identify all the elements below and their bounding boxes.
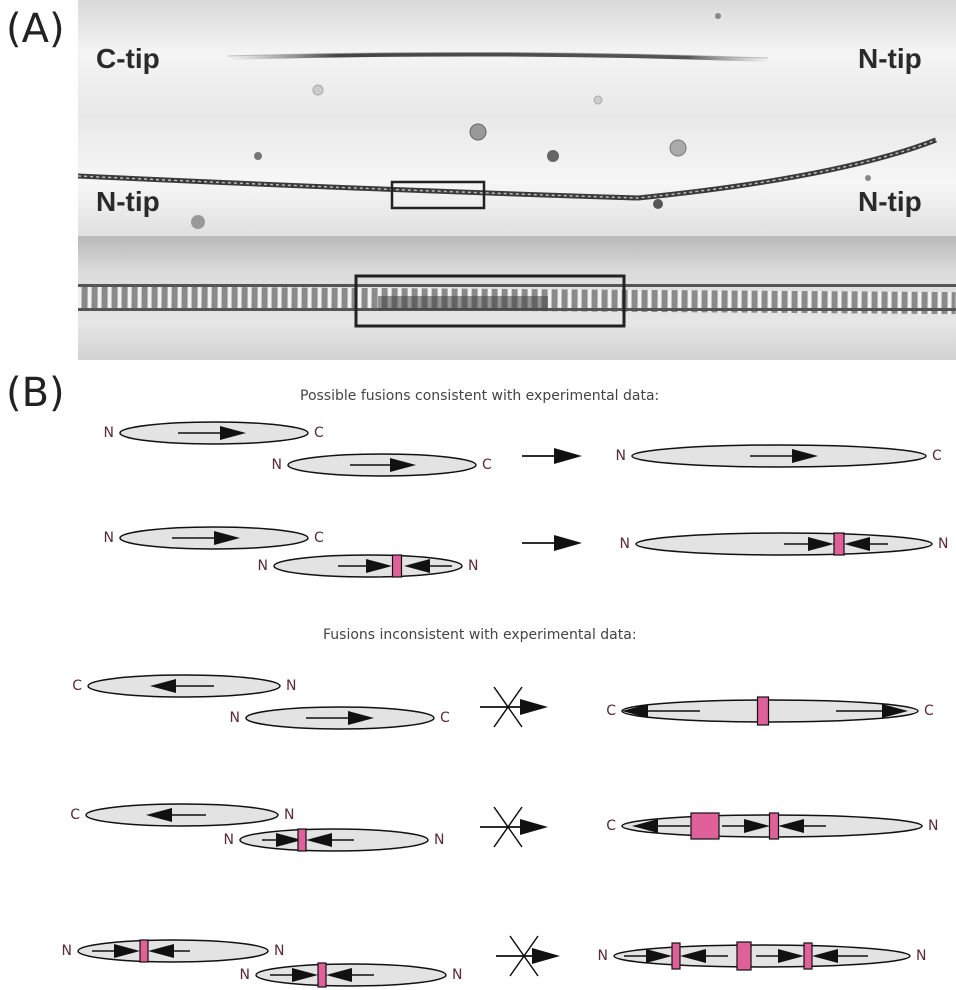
end-label: N: [62, 943, 72, 959]
end-label: N: [928, 818, 938, 834]
end-label: N: [620, 536, 630, 552]
end-label: N: [286, 678, 296, 694]
fusion-marker: [393, 555, 402, 577]
end-label: N: [224, 832, 234, 848]
process-arrowhead: [532, 948, 560, 964]
end-label: C: [314, 425, 324, 441]
fusion-marker: [834, 533, 844, 555]
end-label: C: [482, 457, 492, 473]
end-label: N: [434, 832, 444, 848]
process-arrowhead: [554, 535, 582, 551]
process-arrowhead: [520, 699, 548, 715]
end-label: N: [274, 943, 284, 959]
end-label: C: [606, 818, 616, 834]
fusion-marker: [758, 697, 769, 725]
end-label: C: [72, 678, 82, 694]
end-label: N: [104, 425, 114, 441]
fusion-marker: [672, 943, 680, 969]
fusion-marker: [770, 813, 779, 839]
end-label: N: [104, 530, 114, 546]
fusion-marker: [737, 942, 751, 970]
end-label: N: [616, 448, 626, 464]
fusion-marker: [318, 963, 326, 987]
end-label: C: [924, 703, 934, 719]
end-label: N: [240, 967, 250, 983]
end-label: N: [916, 948, 926, 964]
fusion-marker: [691, 813, 719, 839]
end-label: N: [284, 807, 294, 823]
end-label: C: [606, 703, 616, 719]
end-label: N: [452, 967, 462, 983]
process-arrowhead: [554, 448, 582, 464]
end-label: N: [272, 457, 282, 473]
fusion-marker: [298, 829, 306, 851]
fusion-marker: [140, 940, 148, 962]
end-label: N: [938, 536, 948, 552]
end-label: N: [258, 558, 268, 574]
end-label: N: [468, 558, 478, 574]
end-label: C: [440, 710, 450, 726]
end-label: N: [230, 710, 240, 726]
end-label: C: [932, 448, 942, 464]
fusion-marker: [804, 943, 812, 969]
end-label: C: [314, 530, 324, 546]
end-label: N: [598, 948, 608, 964]
end-label: C: [70, 807, 80, 823]
process-arrowhead: [520, 819, 548, 835]
